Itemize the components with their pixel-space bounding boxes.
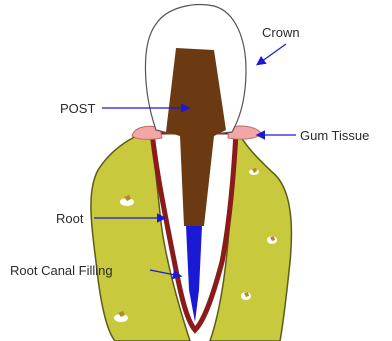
gum-tissue-label: Gum Tissue [300, 129, 369, 142]
post-label: POST [60, 102, 95, 115]
root-canal-filling-label: Root Canal Filling [10, 264, 113, 277]
crown-arrow [258, 44, 286, 64]
crown-label: Crown [262, 26, 300, 39]
root-label: Root [56, 212, 83, 225]
